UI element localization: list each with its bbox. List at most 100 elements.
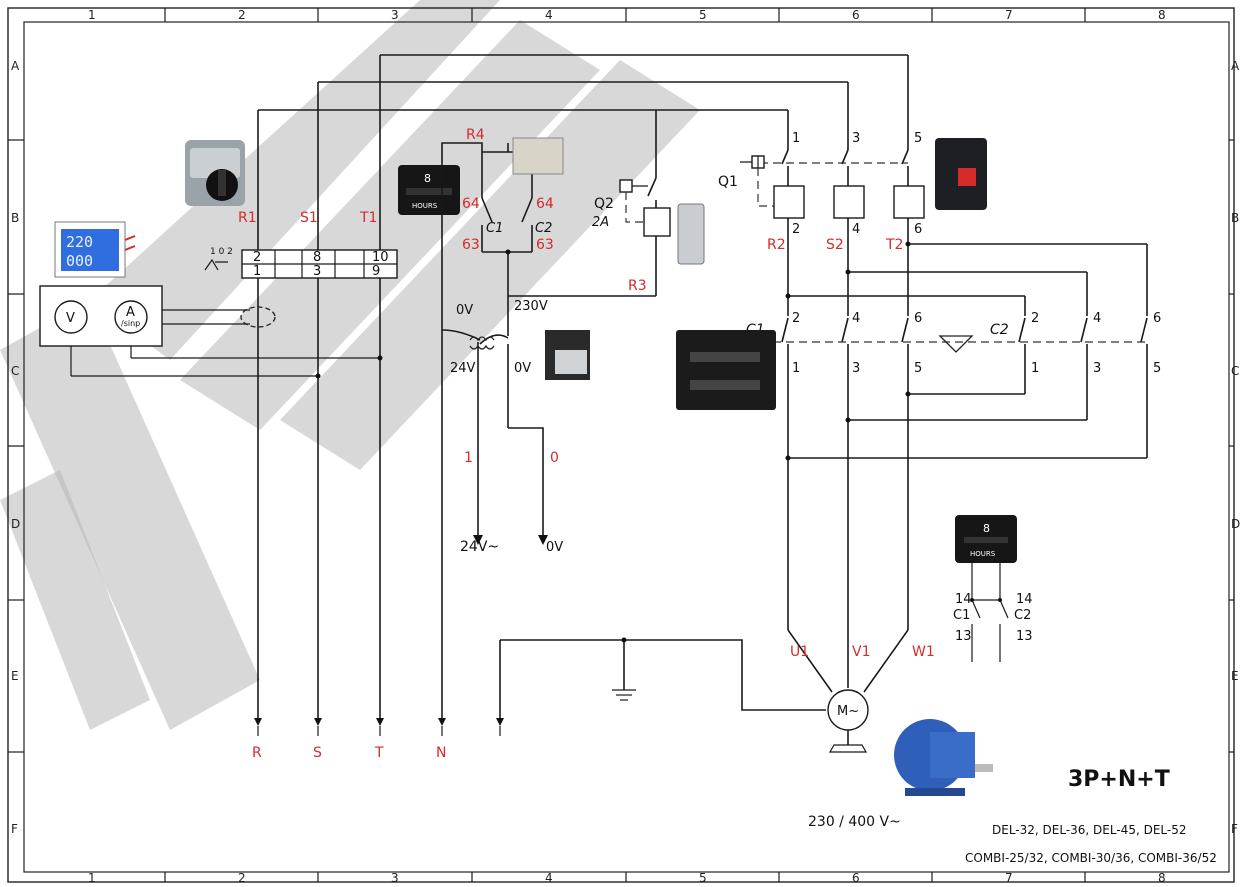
- term-10: 10: [372, 250, 389, 265]
- row-e-right: E: [1231, 669, 1239, 683]
- q1-pole-4: 4: [852, 222, 860, 237]
- c1-3: 3: [852, 361, 860, 376]
- terminal-r: R: [252, 745, 262, 761]
- c2-4: 4: [1093, 311, 1101, 326]
- voltage-label: 230 / 400 V~: [808, 814, 901, 830]
- aux-64-left: 64: [462, 196, 480, 212]
- contactors: C1 C2 2 4 6 1 3 5 2 4 6 1 3 5: [676, 241, 1161, 630]
- c1-6: 6: [914, 311, 922, 326]
- terminal-s: S: [313, 745, 322, 761]
- label-r2: R2: [767, 237, 786, 253]
- row-a-right: A: [1231, 59, 1240, 73]
- title: 3P+N+T: [1068, 767, 1170, 792]
- col-4: 4: [545, 8, 553, 22]
- hm-14-left: 14: [955, 592, 972, 607]
- display-current: 000: [66, 252, 93, 270]
- out-0v: 0V: [546, 540, 563, 555]
- hour-meter-2-digit: 8: [983, 522, 990, 535]
- label-v1: V1: [852, 644, 870, 660]
- row-b: B: [11, 211, 19, 225]
- display-voltage: 220: [66, 233, 93, 251]
- hm-13-left: 13: [955, 629, 972, 644]
- label-q2-rating: 2A: [592, 215, 609, 230]
- col-3-bottom: 3: [391, 871, 399, 885]
- q1-pole-6: 6: [914, 222, 922, 237]
- aux-c2: C2: [535, 221, 552, 236]
- hour-meter-text: HOURS: [412, 202, 438, 210]
- hour-meter-digit: 8: [424, 172, 431, 185]
- col-7-bottom: 7: [1005, 871, 1013, 885]
- tr-0v-bot: 0V: [514, 361, 531, 376]
- motor-image: [894, 719, 993, 796]
- aux-64-right: 64: [536, 196, 554, 212]
- terminal-block: 2 8 10 1 3 9 R1 S1 T1 1 0 2: [204, 210, 398, 279]
- watermark: [0, 0, 700, 730]
- col-4-bottom: 4: [545, 871, 553, 885]
- label-c2: C2: [990, 322, 1009, 338]
- out-24v: 24V~: [460, 539, 499, 555]
- col-8: 8: [1158, 8, 1166, 22]
- label-q2: Q2: [594, 196, 614, 212]
- motor-base: [828, 744, 868, 753]
- label-s1: S1: [300, 210, 318, 226]
- row-f-right: F: [1231, 822, 1238, 836]
- c2-1: 1: [1031, 361, 1039, 376]
- c1-4: 4: [852, 311, 860, 326]
- q1-pole-3: 3: [852, 131, 860, 146]
- hm-c1: C1: [953, 608, 970, 623]
- ammeter-sub: /sinp: [121, 319, 140, 328]
- col-5-bottom: 5: [699, 871, 707, 885]
- c1-1: 1: [792, 361, 800, 376]
- row-d-right: D: [1231, 517, 1240, 531]
- q1-pole-2: 2: [792, 222, 800, 237]
- label-w1: W1: [912, 644, 935, 660]
- aux-contacts: R4 64 63 64 63 C1 C2: [441, 127, 564, 320]
- aux-c1: C1: [486, 221, 503, 236]
- hour-meter-image: 8 HOURS: [398, 165, 460, 215]
- c1-2: 2: [792, 311, 800, 326]
- col-6: 6: [852, 8, 860, 22]
- term-1: 1: [253, 264, 261, 279]
- label-u1: U1: [790, 644, 809, 660]
- row-a: A: [11, 59, 20, 73]
- col-5: 5: [699, 8, 707, 22]
- row-d: D: [11, 517, 20, 531]
- hour-meter-circuit: 8 HOURS 14 14 C1 C2 13 13: [953, 515, 1033, 662]
- terminal-t: T: [374, 745, 384, 761]
- row-e: E: [11, 669, 19, 683]
- c2-2: 2: [1031, 311, 1039, 326]
- col-2: 2: [238, 8, 246, 22]
- voltmeter-label: V: [66, 311, 75, 326]
- wire-1: 1: [464, 450, 473, 466]
- wire-0: 0: [550, 450, 559, 466]
- motor: M~ U1 V1 W1: [500, 629, 993, 796]
- label-t2: T2: [885, 237, 903, 253]
- c2-3: 3: [1093, 361, 1101, 376]
- col-3: 3: [391, 8, 399, 22]
- models-line-1: DEL-32, DEL-36, DEL-45, DEL-52: [992, 823, 1186, 837]
- term-3: 3: [313, 264, 321, 279]
- col-2-bottom: 2: [238, 871, 246, 885]
- aux-63-right: 63: [536, 237, 554, 253]
- col-6-bottom: 6: [852, 871, 860, 885]
- ammeter-label: A: [126, 305, 135, 320]
- col-1: 1: [88, 8, 96, 22]
- tr-230v: 230V: [514, 299, 548, 314]
- label-r4: R4: [466, 127, 485, 143]
- digital-meter-image: 220 000: [54, 221, 136, 278]
- selector-switch-symbol: [204, 258, 228, 271]
- row-f: F: [11, 822, 18, 836]
- term-9: 9: [372, 264, 380, 279]
- q1-pole-1: 1: [792, 131, 800, 146]
- tr-24v: 24V: [450, 361, 476, 376]
- label-t1: T1: [359, 210, 377, 226]
- q2-breaker-image: [677, 203, 705, 265]
- contactor-image: [676, 330, 776, 410]
- label-r3: R3: [628, 278, 647, 294]
- q1-pole-5: 5: [914, 131, 922, 146]
- hour-meter-2-text: HOURS: [970, 550, 996, 558]
- row-b-right: B: [1231, 211, 1239, 225]
- label-r1: R1: [238, 210, 257, 226]
- selector-positions: 1 0 2: [210, 247, 233, 257]
- hm-c2: C2: [1014, 608, 1031, 623]
